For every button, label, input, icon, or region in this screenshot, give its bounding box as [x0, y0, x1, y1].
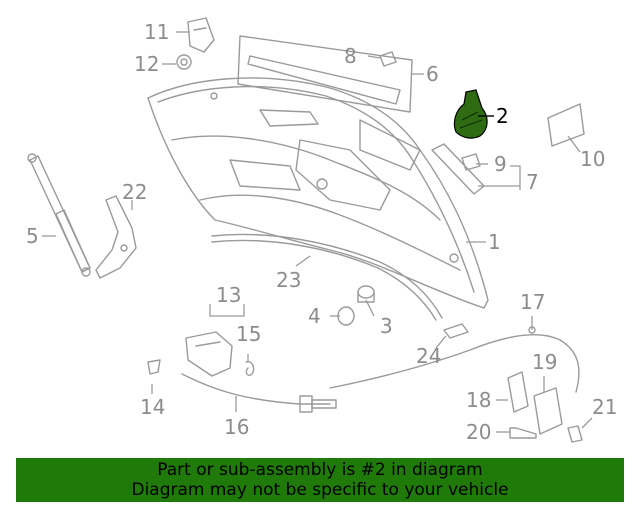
callout-20: 20: [466, 420, 491, 444]
callout-1: 1: [488, 230, 501, 254]
latch-bolt: [147, 359, 161, 375]
hood-seal: [211, 233, 443, 321]
callout-16: 16: [224, 415, 249, 439]
callout-17: 17: [520, 290, 545, 314]
banner-line-2: Diagram may not be specific to your vehi…: [131, 480, 509, 500]
callout-5: 5: [26, 224, 39, 248]
callout-11: 11: [144, 20, 169, 44]
seal-pad: [443, 323, 469, 339]
callout-6: 6: [426, 62, 439, 86]
callout-13: 13: [216, 283, 241, 307]
callout-12: 12: [134, 52, 159, 76]
rubber-bumper: [176, 54, 192, 70]
hinge-bracket: [187, 17, 215, 53]
callout-24: 24: [416, 344, 441, 368]
callout-18: 18: [466, 388, 491, 412]
disclaimer-banner: Part or sub-assembly is #2 in diagram Di…: [16, 458, 624, 502]
release-cable: [181, 373, 337, 413]
spring-clip: [245, 361, 255, 377]
hood-bumper: [357, 285, 375, 303]
callout-3: 3: [380, 314, 393, 338]
callout-9: 9: [494, 152, 507, 176]
screw: [509, 427, 537, 439]
callout-4: 4: [308, 304, 321, 328]
insulation-pad: [547, 103, 585, 147]
callout-14: 14: [140, 395, 165, 419]
callout-8: 8: [344, 44, 357, 68]
banner-line-1: Part or sub-assembly is #2 in diagram: [157, 460, 483, 480]
gas-strut: [27, 153, 91, 277]
callout-19: 19: [532, 350, 557, 374]
callout-21: 21: [592, 395, 617, 419]
hood-latch: [185, 331, 233, 377]
bracket-assembly: [431, 143, 485, 195]
callout-2: 2: [496, 104, 509, 128]
callout-7: 7: [526, 170, 539, 194]
washer: [337, 306, 355, 326]
parts-diagram: 1 2 3 4 5 6 7 8 9 10 11 12 13 14 15 16 1…: [26, 17, 617, 444]
leader-lines: [42, 31, 593, 433]
callout-22: 22: [122, 180, 147, 204]
handle-bracket: [533, 387, 563, 435]
hood-hinge: [95, 195, 137, 279]
hood-panel: [147, 77, 489, 309]
seal-strip-assembly: [237, 35, 413, 113]
clip: [567, 425, 583, 443]
callout-15: 15: [236, 322, 261, 346]
release-handle: [507, 371, 529, 413]
callout-10: 10: [580, 147, 605, 171]
callout-23: 23: [276, 268, 301, 292]
highlighted-bumper-part: [453, 89, 488, 139]
